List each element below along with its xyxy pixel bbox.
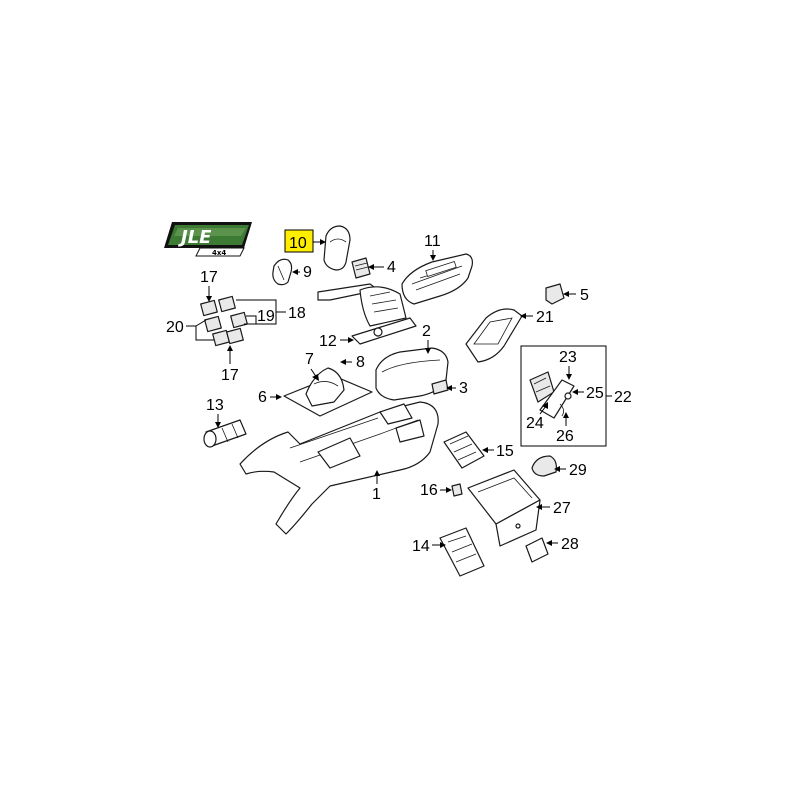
parking-brake-assembly: 12 [317, 283, 417, 350]
part-15-bracket: 15 [443, 431, 514, 469]
callout-7: 7 [305, 351, 314, 368]
callout-29: 29 [569, 462, 587, 479]
callout-9: 9 [303, 264, 312, 281]
callout-24: 24 [526, 415, 544, 432]
callout-22: 22 [614, 389, 632, 406]
part-5-switch: 5 [545, 283, 589, 305]
callout-18: 18 [288, 305, 306, 322]
part-11-shifter-console: 11 [401, 233, 473, 305]
part-10-shift-knob: 10 [284, 225, 351, 271]
callout-6: 6 [258, 389, 267, 406]
callout-20: 20 [166, 319, 184, 336]
callout-12: 12 [319, 333, 337, 350]
part-28-pad: 28 [525, 536, 579, 563]
callout-23: 23 [559, 349, 577, 366]
part-9-knob: 9 [272, 258, 312, 286]
part-16-clip: 16 [420, 482, 463, 499]
callout-19: 19 [257, 308, 275, 325]
callout-3: 3 [459, 380, 468, 397]
part-21-panel: 21 [465, 308, 554, 363]
logo-brand-text: JLE [178, 227, 212, 248]
callout-28: 28 [561, 536, 579, 553]
callout-2: 2 [422, 323, 431, 340]
callout-15: 15 [496, 443, 514, 460]
part-22-switch-group-box: 22 23 24 25 26 [520, 345, 632, 447]
callout-21: 21 [536, 309, 554, 326]
callout-5: 5 [580, 287, 589, 304]
callout-17-top: 17 [200, 269, 218, 286]
callout-10: 10 [289, 235, 307, 252]
logo-badge-text: 4x4 [212, 249, 226, 257]
jle-4x4-logo: JLE 4x4 [164, 222, 252, 257]
callout-13: 13 [206, 397, 224, 414]
part-29-cover: 29 [531, 455, 587, 479]
callout-25: 25 [586, 385, 604, 402]
callout-16: 16 [420, 482, 438, 499]
part-6-shift-bezel: 6 7 8 [258, 351, 373, 417]
callout-27: 27 [553, 500, 571, 517]
part-27-tray: 27 [467, 469, 571, 547]
callout-1: 1 [372, 486, 381, 503]
window-switch-cluster: 17 17 18 19 20 [166, 269, 306, 384]
part-3-latch: 3 [431, 379, 468, 397]
callout-8: 8 [356, 354, 365, 371]
callout-17-bottom: 17 [221, 367, 239, 384]
callout-4: 4 [387, 259, 396, 276]
callout-11: 11 [424, 233, 441, 250]
part-4-switch: 4 [351, 257, 396, 279]
part-2-armrest-lid: 2 [375, 323, 449, 401]
part-14-plate: 14 [412, 527, 485, 577]
callout-10-highlight [284, 229, 314, 253]
callout-14: 14 [412, 538, 430, 555]
callout-26: 26 [556, 428, 574, 445]
part-13-lighter: 13 [203, 397, 247, 448]
part-1-main-console: 1 [239, 401, 439, 535]
